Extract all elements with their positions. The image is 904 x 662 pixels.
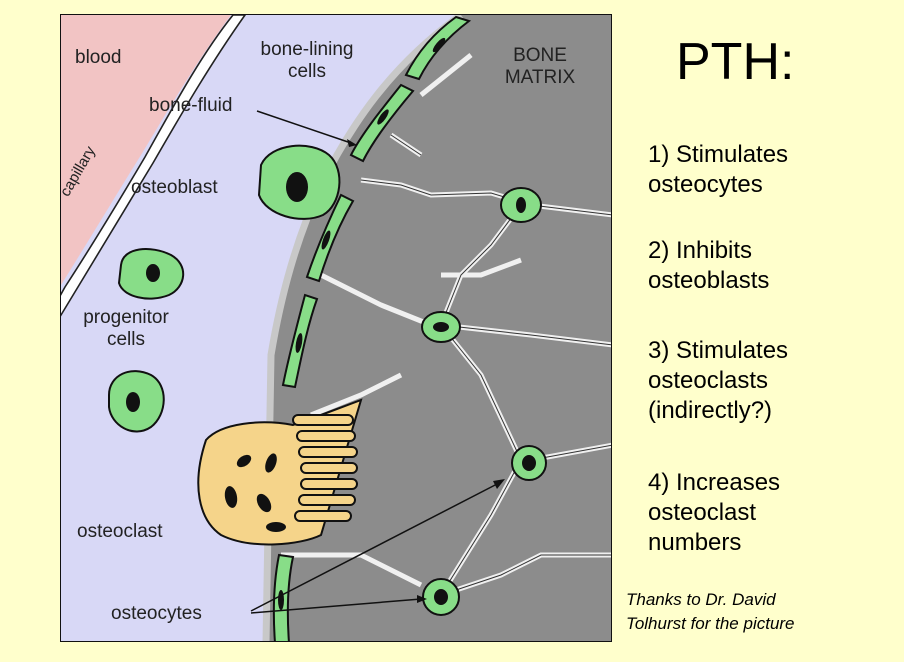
label-bone-matrix: BONE MATRIX — [504, 45, 576, 88]
diagram-svg — [61, 15, 611, 641]
label-blood: blood — [75, 47, 122, 68]
label-osteocytes: osteocytes — [111, 603, 202, 624]
label-bone-lining-cells: bone-lining cells — [260, 39, 354, 82]
label-progenitor-cells: progenitor cells — [83, 307, 169, 350]
slide-title: PTH: — [676, 33, 795, 91]
label-osteoclast: osteoclast — [77, 521, 163, 542]
osteoblast-cell — [257, 144, 341, 220]
osteoclast-cell — [197, 398, 363, 546]
blood-region — [61, 15, 231, 285]
canaliculi-outline — [360, 134, 611, 596]
bone-cell-diagram: blood capillary bone-lining cells bone-f… — [60, 14, 612, 642]
leader-lines — [250, 110, 500, 614]
progenitor-cell-1 — [117, 248, 185, 300]
capillary-wall — [61, 15, 246, 317]
label-osteoblast: osteoblast — [131, 177, 218, 198]
progenitor-cell-2 — [108, 370, 165, 433]
label-bone-fluid: bone-fluid — [149, 95, 233, 116]
picture-credit: Thanks to Dr. David Tolhurst for the pic… — [626, 590, 795, 633]
